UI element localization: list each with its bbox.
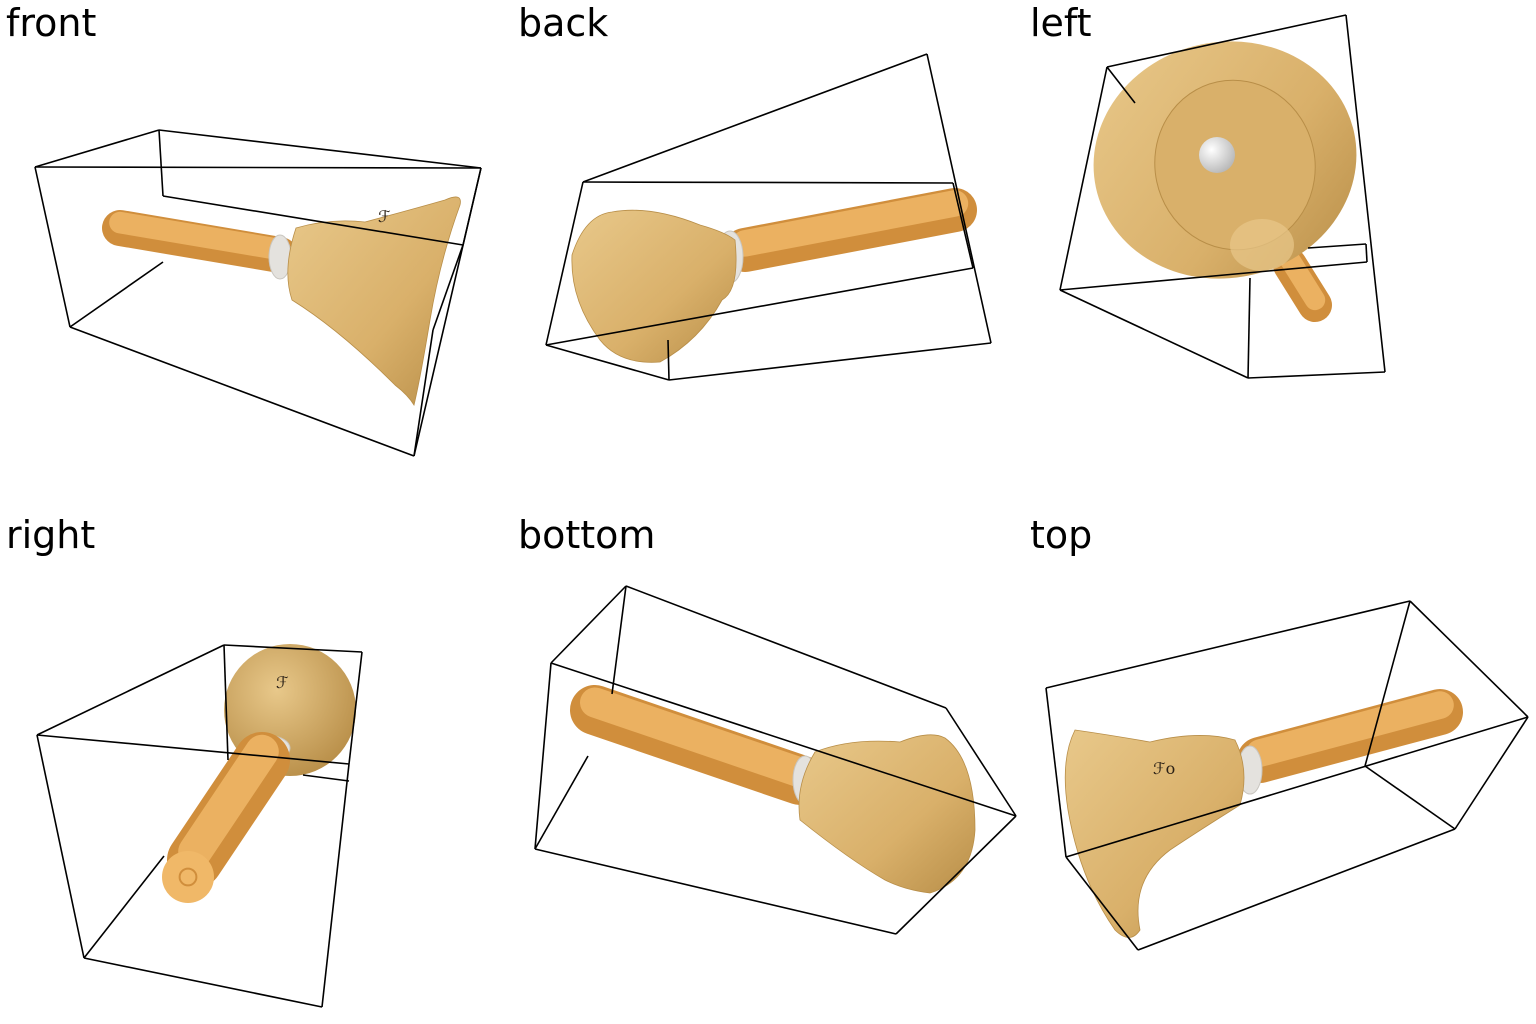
bell-body bbox=[798, 734, 976, 894]
bell-render-left bbox=[1059, 14, 1386, 379]
emblem-icon: ℱ bbox=[276, 673, 289, 692]
bell-body bbox=[287, 196, 461, 407]
handle bbox=[570, 685, 825, 805]
emblem-icon: ℱ bbox=[378, 207, 391, 226]
clapper-shadow bbox=[1230, 219, 1294, 271]
view-label-back: back bbox=[518, 1, 609, 45]
bell-body bbox=[571, 209, 737, 363]
bell-render-right: ℱ bbox=[36, 644, 363, 1008]
handle-end-cap bbox=[178, 867, 198, 887]
bell-body bbox=[1064, 729, 1245, 938]
handle bbox=[102, 210, 298, 273]
view-panel-back: back bbox=[512, 0, 1024, 512]
view-panel-left: left bbox=[1024, 0, 1536, 512]
handle bbox=[723, 188, 977, 272]
view-label-front: front bbox=[6, 1, 97, 45]
handle bbox=[1273, 248, 1332, 322]
bell-render-bottom bbox=[534, 585, 1017, 935]
bounding-box bbox=[545, 53, 992, 381]
view-label-bottom: bottom bbox=[518, 513, 656, 557]
view-label-top: top bbox=[1030, 513, 1093, 557]
bounding-box bbox=[1059, 14, 1386, 379]
bounding-box bbox=[36, 644, 363, 1008]
bell-render-back bbox=[545, 53, 992, 381]
view-panel-top: ℱo top bbox=[1024, 512, 1536, 1024]
emblem-icon: ℱo bbox=[1153, 759, 1175, 778]
view-label-left: left bbox=[1030, 1, 1092, 45]
bell-render-front: ℱ bbox=[34, 129, 482, 457]
handle-end bbox=[162, 851, 214, 903]
clapper bbox=[1199, 137, 1235, 173]
handle bbox=[167, 732, 290, 888]
bounding-box bbox=[34, 129, 482, 457]
bell-render-top: ℱo bbox=[1045, 600, 1529, 951]
handle bbox=[1237, 689, 1463, 783]
bounding-box bbox=[534, 585, 1017, 935]
bounding-box bbox=[1045, 600, 1529, 951]
view-label-right: right bbox=[6, 513, 96, 557]
view-panel-bottom: bottom bbox=[512, 512, 1024, 1024]
